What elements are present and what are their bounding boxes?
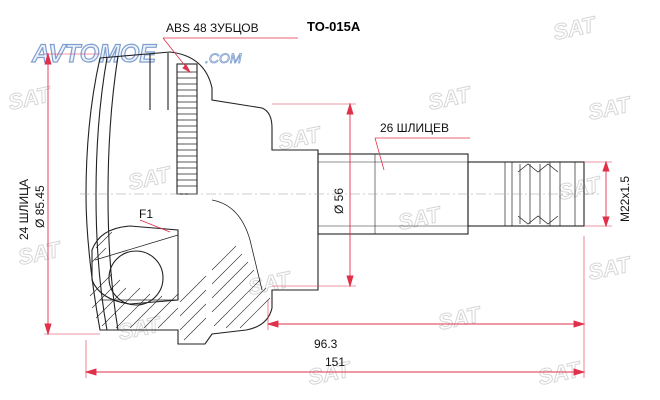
watermark-text: SAT xyxy=(556,171,604,205)
watermark-text: SAT xyxy=(586,251,634,285)
inner-splines-label: 26 ШЛИЦЕВ xyxy=(380,121,449,135)
abs-teeth-label: ABS 48 ЗУБЦОВ xyxy=(166,21,259,35)
watermark-text: SAT xyxy=(586,91,634,125)
abs-ring-teeth xyxy=(177,71,197,187)
outer-splines-label: 24 ШЛИЦА xyxy=(17,179,31,240)
watermark-text: SAT xyxy=(396,201,444,235)
ball-bearing xyxy=(108,250,164,306)
watermark-text: SAT xyxy=(246,266,294,300)
length-total-label: 151 xyxy=(325,355,345,369)
watermark-text: SAT xyxy=(436,301,484,335)
abs-ring xyxy=(176,63,198,195)
shaft-diameter-label: Ø 56 xyxy=(332,188,346,214)
outer-diameter-label: Ø 85.45 xyxy=(33,185,47,228)
cv-joint-body xyxy=(80,51,600,345)
f1-label: F1 xyxy=(139,207,153,221)
site-logo-suffix: .COM xyxy=(205,50,242,66)
watermark-text: SAT xyxy=(551,11,599,45)
watermark-text: SAT xyxy=(116,311,164,345)
length-shaft-label: 96.3 xyxy=(314,337,338,351)
section-hatching xyxy=(89,231,271,341)
part-number-title: TO-015A xyxy=(307,19,361,34)
dimension-lines xyxy=(44,37,612,378)
watermark-text: SAT xyxy=(6,81,54,115)
watermark-text: SAT xyxy=(16,236,64,270)
thread-label: M22x1.5 xyxy=(618,176,632,222)
watermark-text: SAT xyxy=(126,161,174,195)
watermark-text: SAT xyxy=(426,81,474,115)
